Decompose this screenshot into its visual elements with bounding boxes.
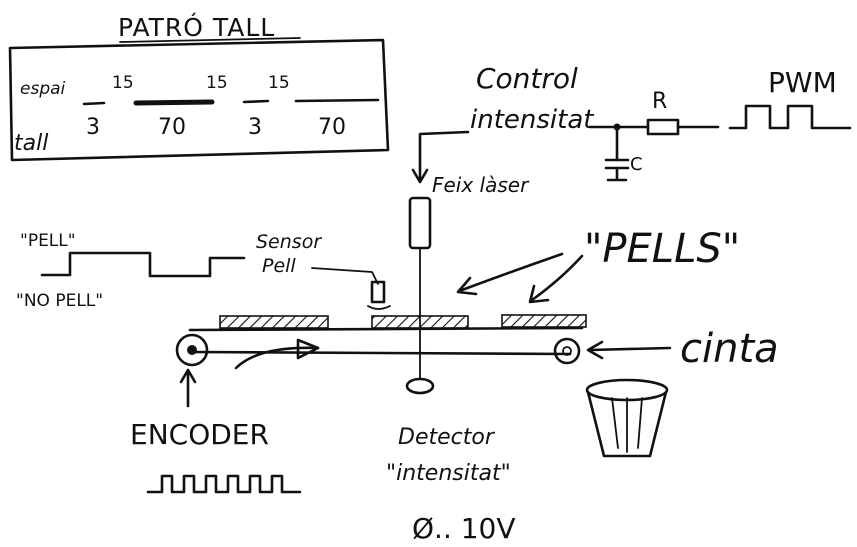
belt-pointer-line (590, 348, 670, 350)
sensor-label-line2: Pell (262, 255, 296, 277)
skin-piece-3 (502, 315, 586, 327)
pieces-label: "PELLS" (584, 226, 740, 272)
capacitor-label: C (630, 154, 643, 175)
resistor-symbol (648, 120, 678, 134)
pieces-arrow-1 (462, 254, 562, 290)
cut-pattern-box: PATRÓ TALL espai tall 15 15 15 3 70 3 70 (10, 12, 388, 160)
space-value-1: 15 (112, 73, 134, 93)
detector-label-line2: "intensitat" (386, 461, 511, 486)
cut-value-1: 3 (86, 115, 100, 140)
signal-low-label: "NO PELL" (16, 291, 103, 311)
encoder-label: ENCODER (130, 418, 269, 451)
skin-piece-1 (220, 316, 328, 328)
beam-label: Feix làser (432, 173, 530, 197)
idler-pulley (555, 339, 579, 363)
sensor-leader-line (312, 268, 378, 284)
sensor-detection-arc (368, 306, 390, 309)
detector-sensor (407, 379, 433, 393)
encoder-pulley-axle (187, 345, 197, 355)
ground-symbol (608, 168, 626, 180)
control-label-line2: intensitat (470, 105, 594, 135)
belt-bottom-surface (190, 352, 570, 354)
skin-piece-2 (372, 316, 468, 328)
cut-row-label: tall (14, 131, 48, 156)
pwm-waveform (730, 106, 850, 128)
pieces-annotation: "PELLS" (458, 226, 740, 302)
pattern-segment-cut-1 (84, 103, 104, 104)
sensor-signal: "PELL" "NO PELL" Sensor Pell (16, 231, 390, 311)
cut-value-2: 70 (158, 115, 186, 140)
belt-label: cinta (680, 326, 779, 372)
pattern-box-title: PATRÓ TALL (118, 12, 275, 42)
cut-value-3: 3 (248, 115, 262, 140)
pattern-segment-cut-2 (136, 102, 212, 103)
encoder-pulse-train (148, 476, 300, 492)
sensor-waveform (42, 253, 244, 276)
encoder: ENCODER (130, 418, 300, 492)
pwm-label: PWM (768, 66, 837, 99)
cut-value-4: 70 (318, 115, 346, 140)
pattern-segment-cut-4 (296, 100, 378, 101)
conveyor-belt: cinta (177, 315, 779, 406)
detector-label-line1: Detector (398, 425, 496, 450)
skin-sensor (372, 282, 384, 302)
bin-ribs (612, 398, 642, 452)
control-label-line1: Control (476, 62, 578, 95)
space-value-2: 15 (206, 73, 228, 93)
sensor-label-line1: Sensor (256, 231, 322, 253)
waste-bin (587, 380, 667, 456)
pattern-segment-cut-3 (244, 101, 268, 102)
detector-range: Ø.. 10V (412, 512, 516, 545)
intensity-detector: Detector "intensitat" Ø.. 10V (386, 379, 516, 545)
belt-direction-arrow (236, 348, 318, 368)
spaces-row-label: espai (20, 79, 66, 99)
signal-high-label: "PELL" (20, 231, 76, 251)
resistor-label: R (652, 89, 667, 114)
laser-head: Feix làser (410, 173, 530, 378)
bin-rim (587, 380, 667, 400)
laser-control-circuit: Control intensitat R C PWM (413, 62, 850, 182)
laser-emitter (410, 198, 430, 248)
space-value-3: 15 (268, 73, 290, 93)
